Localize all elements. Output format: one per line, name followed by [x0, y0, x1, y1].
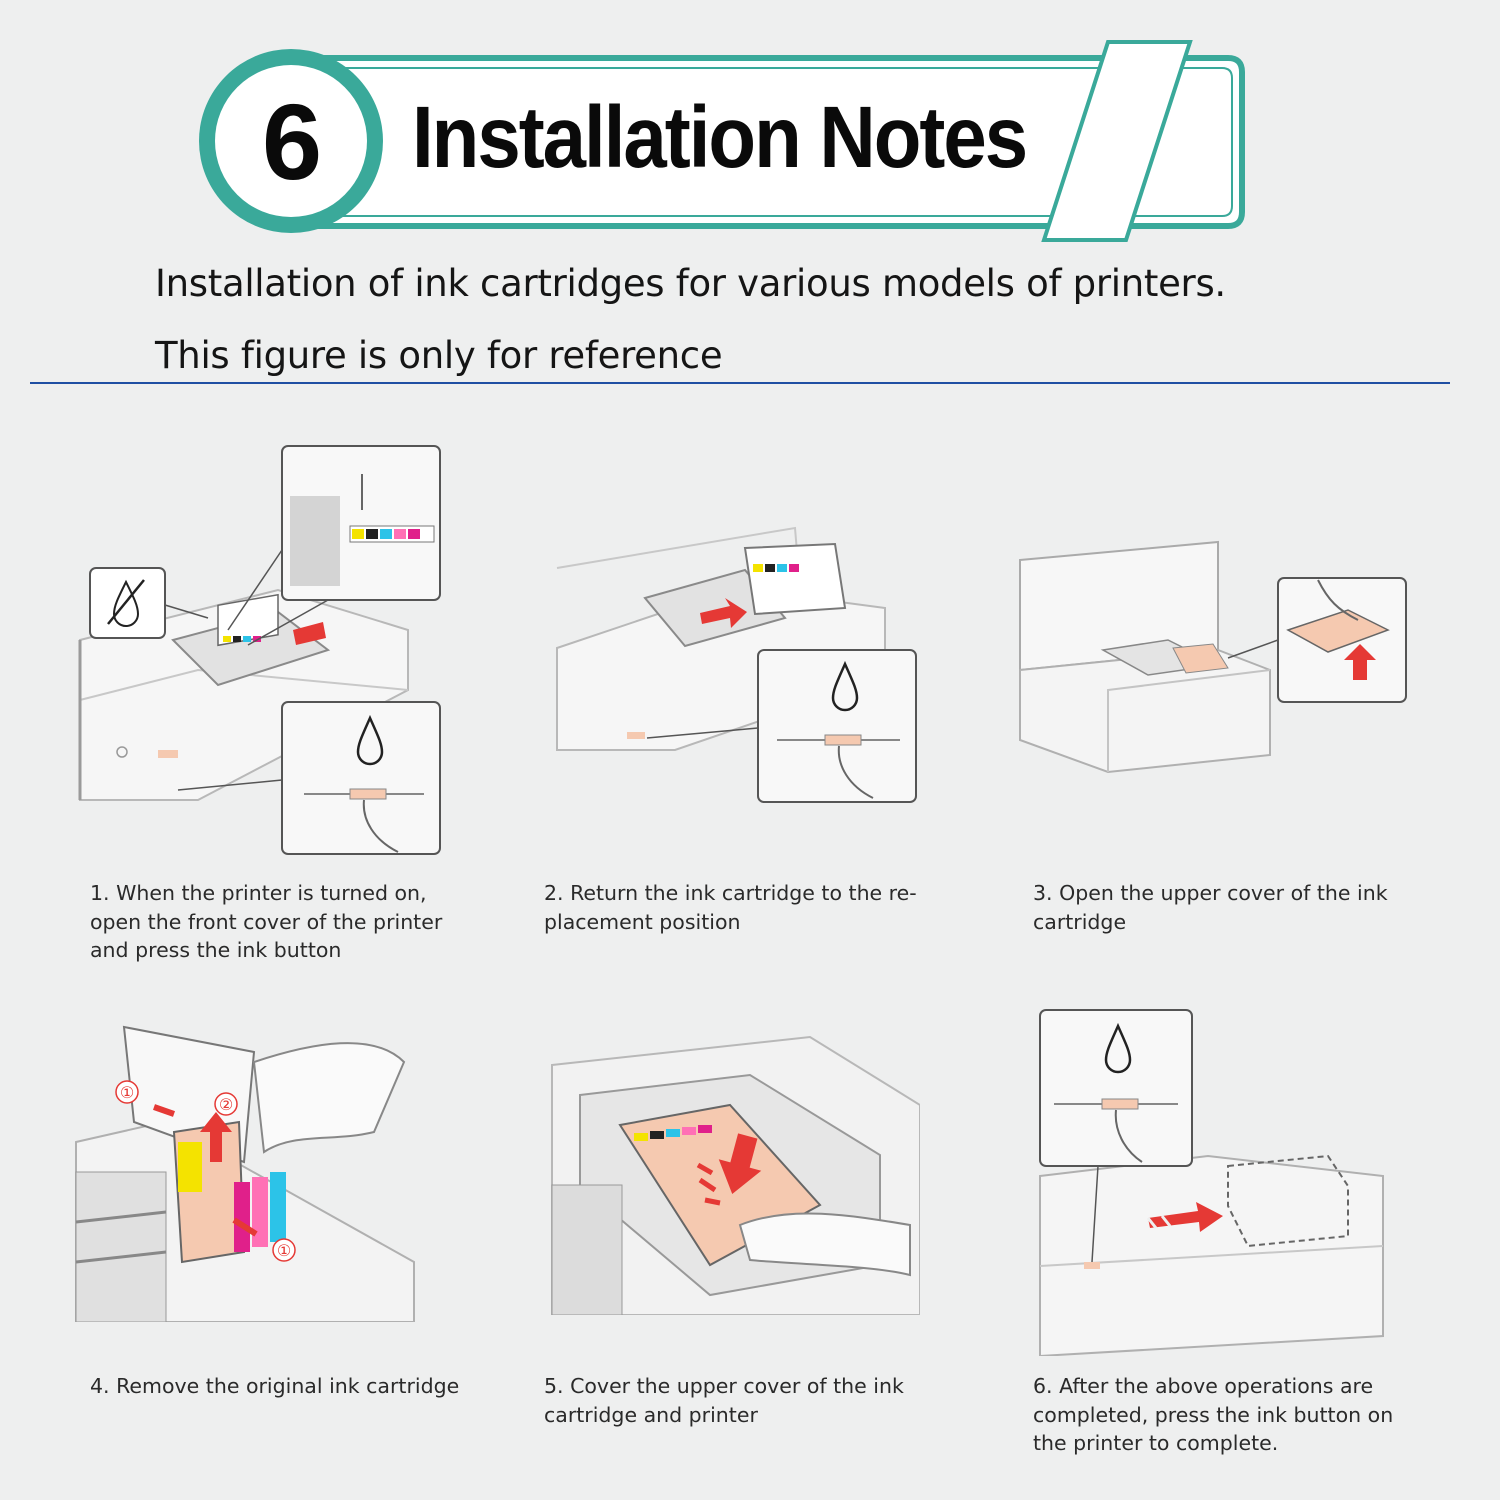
step-2-caption: 2. Return the ink cartridge to the re-pl… — [544, 881, 917, 934]
banner-shape — [199, 40, 1245, 242]
step-5-caption: 5. Cover the upper cover of the ink cart… — [544, 1374, 904, 1427]
step-1-caption: 1. When the printer is turned on, open t… — [90, 881, 443, 962]
step-3-caption: 3. Open the upper cover of the ink cartr… — [1033, 881, 1388, 934]
callout-marker: ① — [120, 1083, 134, 1102]
divider — [30, 382, 1450, 384]
callout-marker: ① — [277, 1241, 291, 1260]
step-6-illustration — [1038, 1006, 1388, 1356]
step-1-illustration — [78, 440, 448, 860]
step-3-illustration — [1018, 540, 1410, 775]
header-banner: 6 Installation Notes — [0, 0, 1500, 250]
step-6-caption: 6. After the above operations are comple… — [1033, 1374, 1394, 1455]
step-5-illustration — [550, 1035, 920, 1315]
intro-line-2: This figure is only for reference — [155, 334, 723, 377]
page-title: Installation Notes — [412, 87, 1028, 186]
step-number-badge: 6 — [261, 80, 322, 202]
callout-marker: ② — [219, 1095, 233, 1114]
intro-line-1: Installation of ink cartridges for vario… — [155, 262, 1226, 305]
step-4-illustration: ① ② ① — [74, 1022, 424, 1322]
step-4-caption: 4. Remove the original ink cartridge — [90, 1374, 460, 1398]
step-2-illustration — [555, 488, 920, 808]
